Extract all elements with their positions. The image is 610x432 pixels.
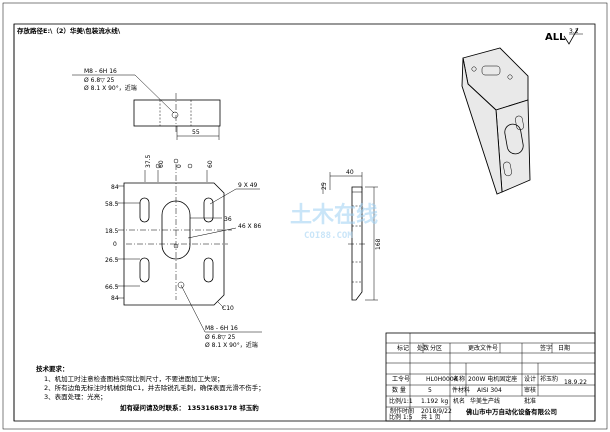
surface-finish-all: ALL bbox=[545, 32, 566, 43]
watermark-url: COI88.COM bbox=[304, 231, 353, 241]
front-bottom-hole: Ø 6.8▽ 25 bbox=[205, 334, 236, 341]
sheet-label: 共 1 页 bbox=[421, 413, 441, 421]
front-dim-left-2: 18.5 bbox=[105, 228, 119, 235]
qty-value: 5 bbox=[428, 387, 432, 394]
approve-label: 批准 bbox=[524, 397, 536, 405]
tech-req-title: 技术要求： bbox=[36, 364, 69, 373]
tech-requirements: 技术要求： 1、机加工时注意检查图档实际比例尺寸，不要进面加工失误； 2、所有边… bbox=[36, 364, 265, 412]
rev-header-zone: 分区 bbox=[430, 344, 442, 352]
front-bottom-countersink: Ø 8.1 X 90°，近端 bbox=[205, 341, 258, 349]
top-hole-note: Ø 6.8▽ 25 bbox=[84, 77, 115, 84]
front-dim-top-0: 37.5 bbox=[145, 154, 152, 168]
design-date: 18.9.22 bbox=[564, 379, 587, 386]
front-bottom-thread: M8 - 6H 16 bbox=[205, 325, 238, 332]
side-dim-25: 25 bbox=[321, 182, 328, 190]
rev-header-sign: 签字 bbox=[540, 344, 552, 352]
drawn-date: 2018/9/22 bbox=[421, 408, 452, 415]
name-value: 200W 电机固定座 bbox=[468, 375, 517, 383]
top-thread-note: M8 - 6H 16 bbox=[84, 68, 117, 75]
front-slot-size: 46 X 86 bbox=[238, 223, 261, 230]
tech-req-line-3: 3、表面处理：光亮； bbox=[44, 392, 107, 401]
front-corner-chamfer: C10 bbox=[222, 305, 234, 312]
tech-req-line-2: 2、所有边角无标注时机械倒角C1，并去除锐孔毛刺，确保表面光滑不伤手； bbox=[44, 383, 265, 392]
machine-label: 机名 bbox=[453, 397, 465, 405]
rev-header-date: 日期 bbox=[558, 344, 570, 352]
front-dim-left-4: 26.5 bbox=[105, 257, 119, 264]
top-width-dim: 55 bbox=[192, 129, 200, 136]
part-no: HL0H0004 bbox=[426, 376, 458, 383]
scale-label: 比例/1:1 bbox=[389, 397, 413, 405]
design-label: 设计 bbox=[524, 375, 536, 383]
qty-label: 数 量 bbox=[392, 386, 406, 394]
side-view: 40 25 168 bbox=[321, 169, 382, 301]
rev-header-count: 处数 bbox=[417, 344, 429, 352]
front-view: 37.5 60 0 60 84 58.5 18.5 0 26.5 66.5 84 bbox=[105, 154, 262, 349]
weight-unit: kg bbox=[441, 398, 448, 405]
front-dim-top-3: 60 bbox=[207, 160, 214, 168]
material-label: 材料 bbox=[458, 386, 470, 394]
contact-line: 如有疑问请及时联系： 13531683178 祁玉豹 bbox=[120, 403, 259, 412]
tech-req-line-1: 1、机加工时注意检查图档实际比例尺寸，不要进面加工失误； bbox=[44, 374, 224, 383]
side-dim-168: 168 bbox=[375, 238, 382, 250]
front-slot-note: 9 X 49 bbox=[238, 182, 258, 189]
designer: 祁玉豹 bbox=[540, 375, 558, 383]
name-label: 名称 bbox=[453, 375, 465, 383]
front-dim-left-5: 66.5 bbox=[105, 284, 119, 291]
machine-value: 华美生产线 bbox=[470, 397, 500, 405]
front-dim-left-0: 84 bbox=[111, 184, 119, 191]
top-view: M8 - 6H 16 Ø 6.8▽ 25 Ø 8.1 X 90°，近端 55 bbox=[72, 68, 221, 140]
drawn-label: 制作时间 bbox=[390, 407, 414, 415]
roughness-value: 3.2 bbox=[569, 28, 579, 35]
surface-finish-symbol: ALL 3.2 bbox=[545, 27, 583, 45]
front-dim-left-3: 0 bbox=[113, 241, 117, 248]
side-dim-40: 40 bbox=[346, 169, 354, 176]
front-dim-left-6: 84 bbox=[111, 295, 119, 302]
front-dim-top-2: 0 bbox=[176, 164, 183, 168]
material-value: AISI 304 bbox=[477, 387, 502, 394]
part-no-label: 工令号 bbox=[392, 375, 410, 383]
file-path-label: 存放路径E:\（2）华美\包装流水线\ bbox=[17, 26, 121, 35]
front-dim-top-1: 60 bbox=[158, 160, 165, 168]
company-name: 佛山市中万自动化设备有限公司 bbox=[465, 407, 557, 416]
rev-header-doc: 更改文件号 bbox=[468, 344, 498, 352]
weight-value: 1.192 bbox=[421, 398, 438, 405]
scale-small: 比例 1:5 bbox=[389, 413, 413, 421]
watermark: 土木在线 COI88.COM bbox=[290, 202, 378, 241]
title-block: 标记 处数 分区 更改文件号 签字 日期 工令号 HL0H0004 名称 200… bbox=[385, 332, 596, 422]
isometric-part-view bbox=[461, 47, 531, 195]
watermark-brand: 土木在线 bbox=[290, 202, 378, 228]
top-countersink-note: Ø 8.1 X 90°，近端 bbox=[84, 84, 137, 92]
front-slot-width: 36 bbox=[224, 216, 232, 223]
unit-label: 件 bbox=[452, 386, 458, 394]
review-label: 审核 bbox=[524, 386, 536, 394]
front-dim-left-1: 58.5 bbox=[105, 201, 119, 208]
rev-header-mark: 标记 bbox=[397, 344, 409, 352]
